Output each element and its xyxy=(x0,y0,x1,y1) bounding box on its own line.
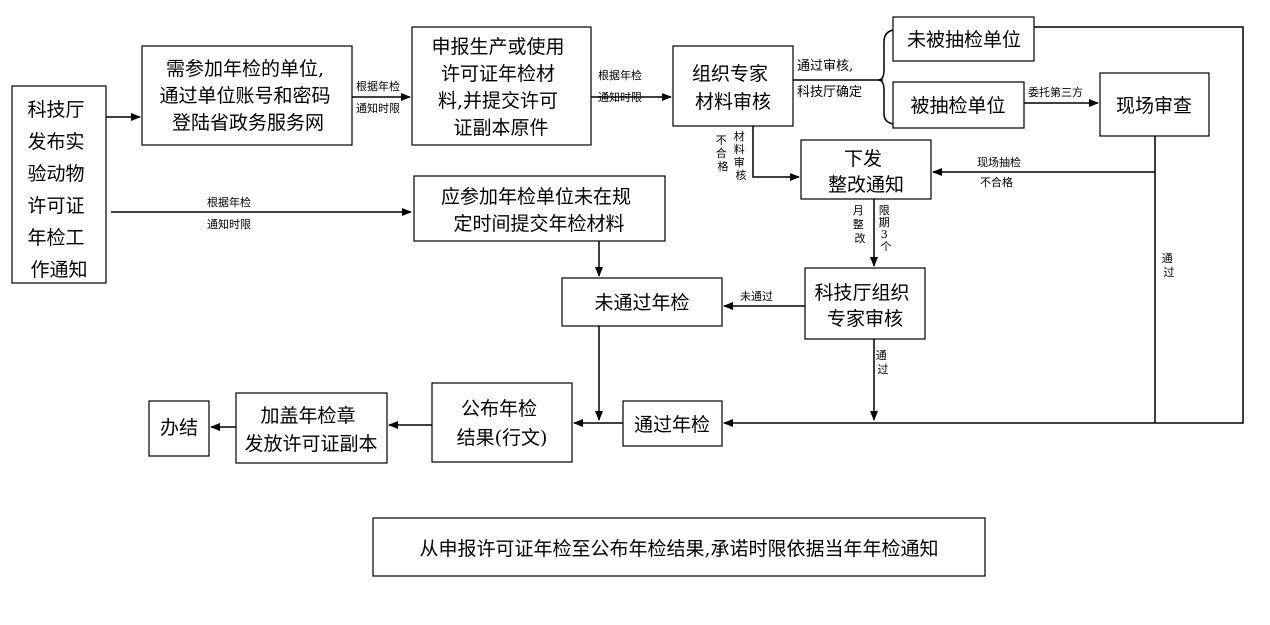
node-onsite-review-text: 现场审查 xyxy=(1116,95,1192,117)
label-material-review: 材 料 审 核 xyxy=(734,129,749,182)
node-done-text: 办结 xyxy=(160,417,198,439)
node-failed-text: 未通过年检 xyxy=(594,292,689,314)
node-publish-result-text: 公布年检 结果(行文) xyxy=(457,398,548,449)
label-month-rectify: 月 整 改 xyxy=(853,204,868,245)
node-late-submit-text: 应参加年检单位未在规 定时间提交年检材料 xyxy=(441,186,637,235)
label-limit-period: 限 期 3 个 xyxy=(879,204,894,253)
node-units-login-text: 需参加年检的单位, 通过单位账号和密码 登陆省政务服务网 xyxy=(159,58,336,134)
node-publish-notice-text: 科技厅 发布实 验动物 许可证 年检工 作通知 xyxy=(27,99,90,281)
node-publish-result: 公布年检 结果(行文) xyxy=(431,382,573,463)
label-onsite-fail: 现场抽检 不合格 xyxy=(977,155,1025,189)
node-rectify-notice-text: 下发 整改通知 xyxy=(828,148,904,196)
label-deadline-1: 根据年检 通知时限 xyxy=(356,79,404,115)
node-passed-text: 通过年检 xyxy=(634,414,710,436)
node-publish-notice: 科技厅 发布实 验动物 许可证 年检工 作通知 xyxy=(11,85,107,284)
node-stamp-issue: 加盖年检章 发放许可证副本 xyxy=(235,392,388,464)
label-review-pass: 通过审核, 科技厅确定 xyxy=(797,59,862,100)
node-submit-materials-text: 申报生产或使用 许可证年检材 料,并提交许可 证副本原件 xyxy=(431,36,570,139)
footer-note-text: 从申报许可证年检至公布年检结果,承诺时限依据当年年检通知 xyxy=(419,538,938,560)
branch-brace xyxy=(877,29,894,125)
node-done: 办结 xyxy=(148,400,210,457)
node-expert-review-text: 组织专家 材料审核 xyxy=(692,63,774,113)
node-not-sampled-text: 未被抽检单位 xyxy=(907,29,1021,51)
node-expert-review: 组织专家 材料审核 xyxy=(672,45,794,127)
label-deadline-3: 根据年检 通知时限 xyxy=(207,195,255,231)
label-expert-pass: 通 过 xyxy=(876,349,891,376)
label-material-fail: 不 合 格 xyxy=(716,134,731,173)
node-not-sampled: 未被抽检单位 xyxy=(892,16,1035,62)
label-deadline-2: 根据年检 通知时限 xyxy=(598,68,646,104)
node-failed: 未通过年检 xyxy=(561,277,723,327)
label-not-pass: 未通过 xyxy=(740,290,773,303)
node-dept-expert-review-text: 科技厅组织 专家审核 xyxy=(814,282,915,330)
node-passed: 通过年检 xyxy=(622,400,723,447)
label-onsite-pass: 通 过 xyxy=(1162,252,1177,279)
label-entrust: 委托第三方 xyxy=(1028,85,1083,99)
node-units-login: 需参加年检的单位, 通过单位账号和密码 登陆省政务服务网 xyxy=(141,45,353,146)
footer-note: 从申报许可证年检至公布年检结果,承诺时限依据当年年检通知 xyxy=(372,517,986,577)
node-sampled-text: 被抽检单位 xyxy=(910,95,1005,117)
node-late-submit: 应参加年检单位未在规 定时间提交年检材料 xyxy=(413,175,666,242)
node-dept-expert-review: 科技厅组织 专家审核 xyxy=(804,267,926,340)
node-stamp-issue-text: 加盖年检章 发放许可证副本 xyxy=(244,405,377,455)
node-onsite-review: 现场审查 xyxy=(1099,72,1210,137)
node-rectify-notice: 下发 整改通知 xyxy=(800,139,932,200)
node-sampled: 被抽检单位 xyxy=(892,81,1025,129)
node-submit-materials: 申报生产或使用 许可证年检材 料,并提交许可 证副本原件 xyxy=(411,26,592,146)
arrow-review-fail-to-rectify xyxy=(752,126,800,181)
arrow-not-sampled-to-passed xyxy=(723,26,1244,427)
